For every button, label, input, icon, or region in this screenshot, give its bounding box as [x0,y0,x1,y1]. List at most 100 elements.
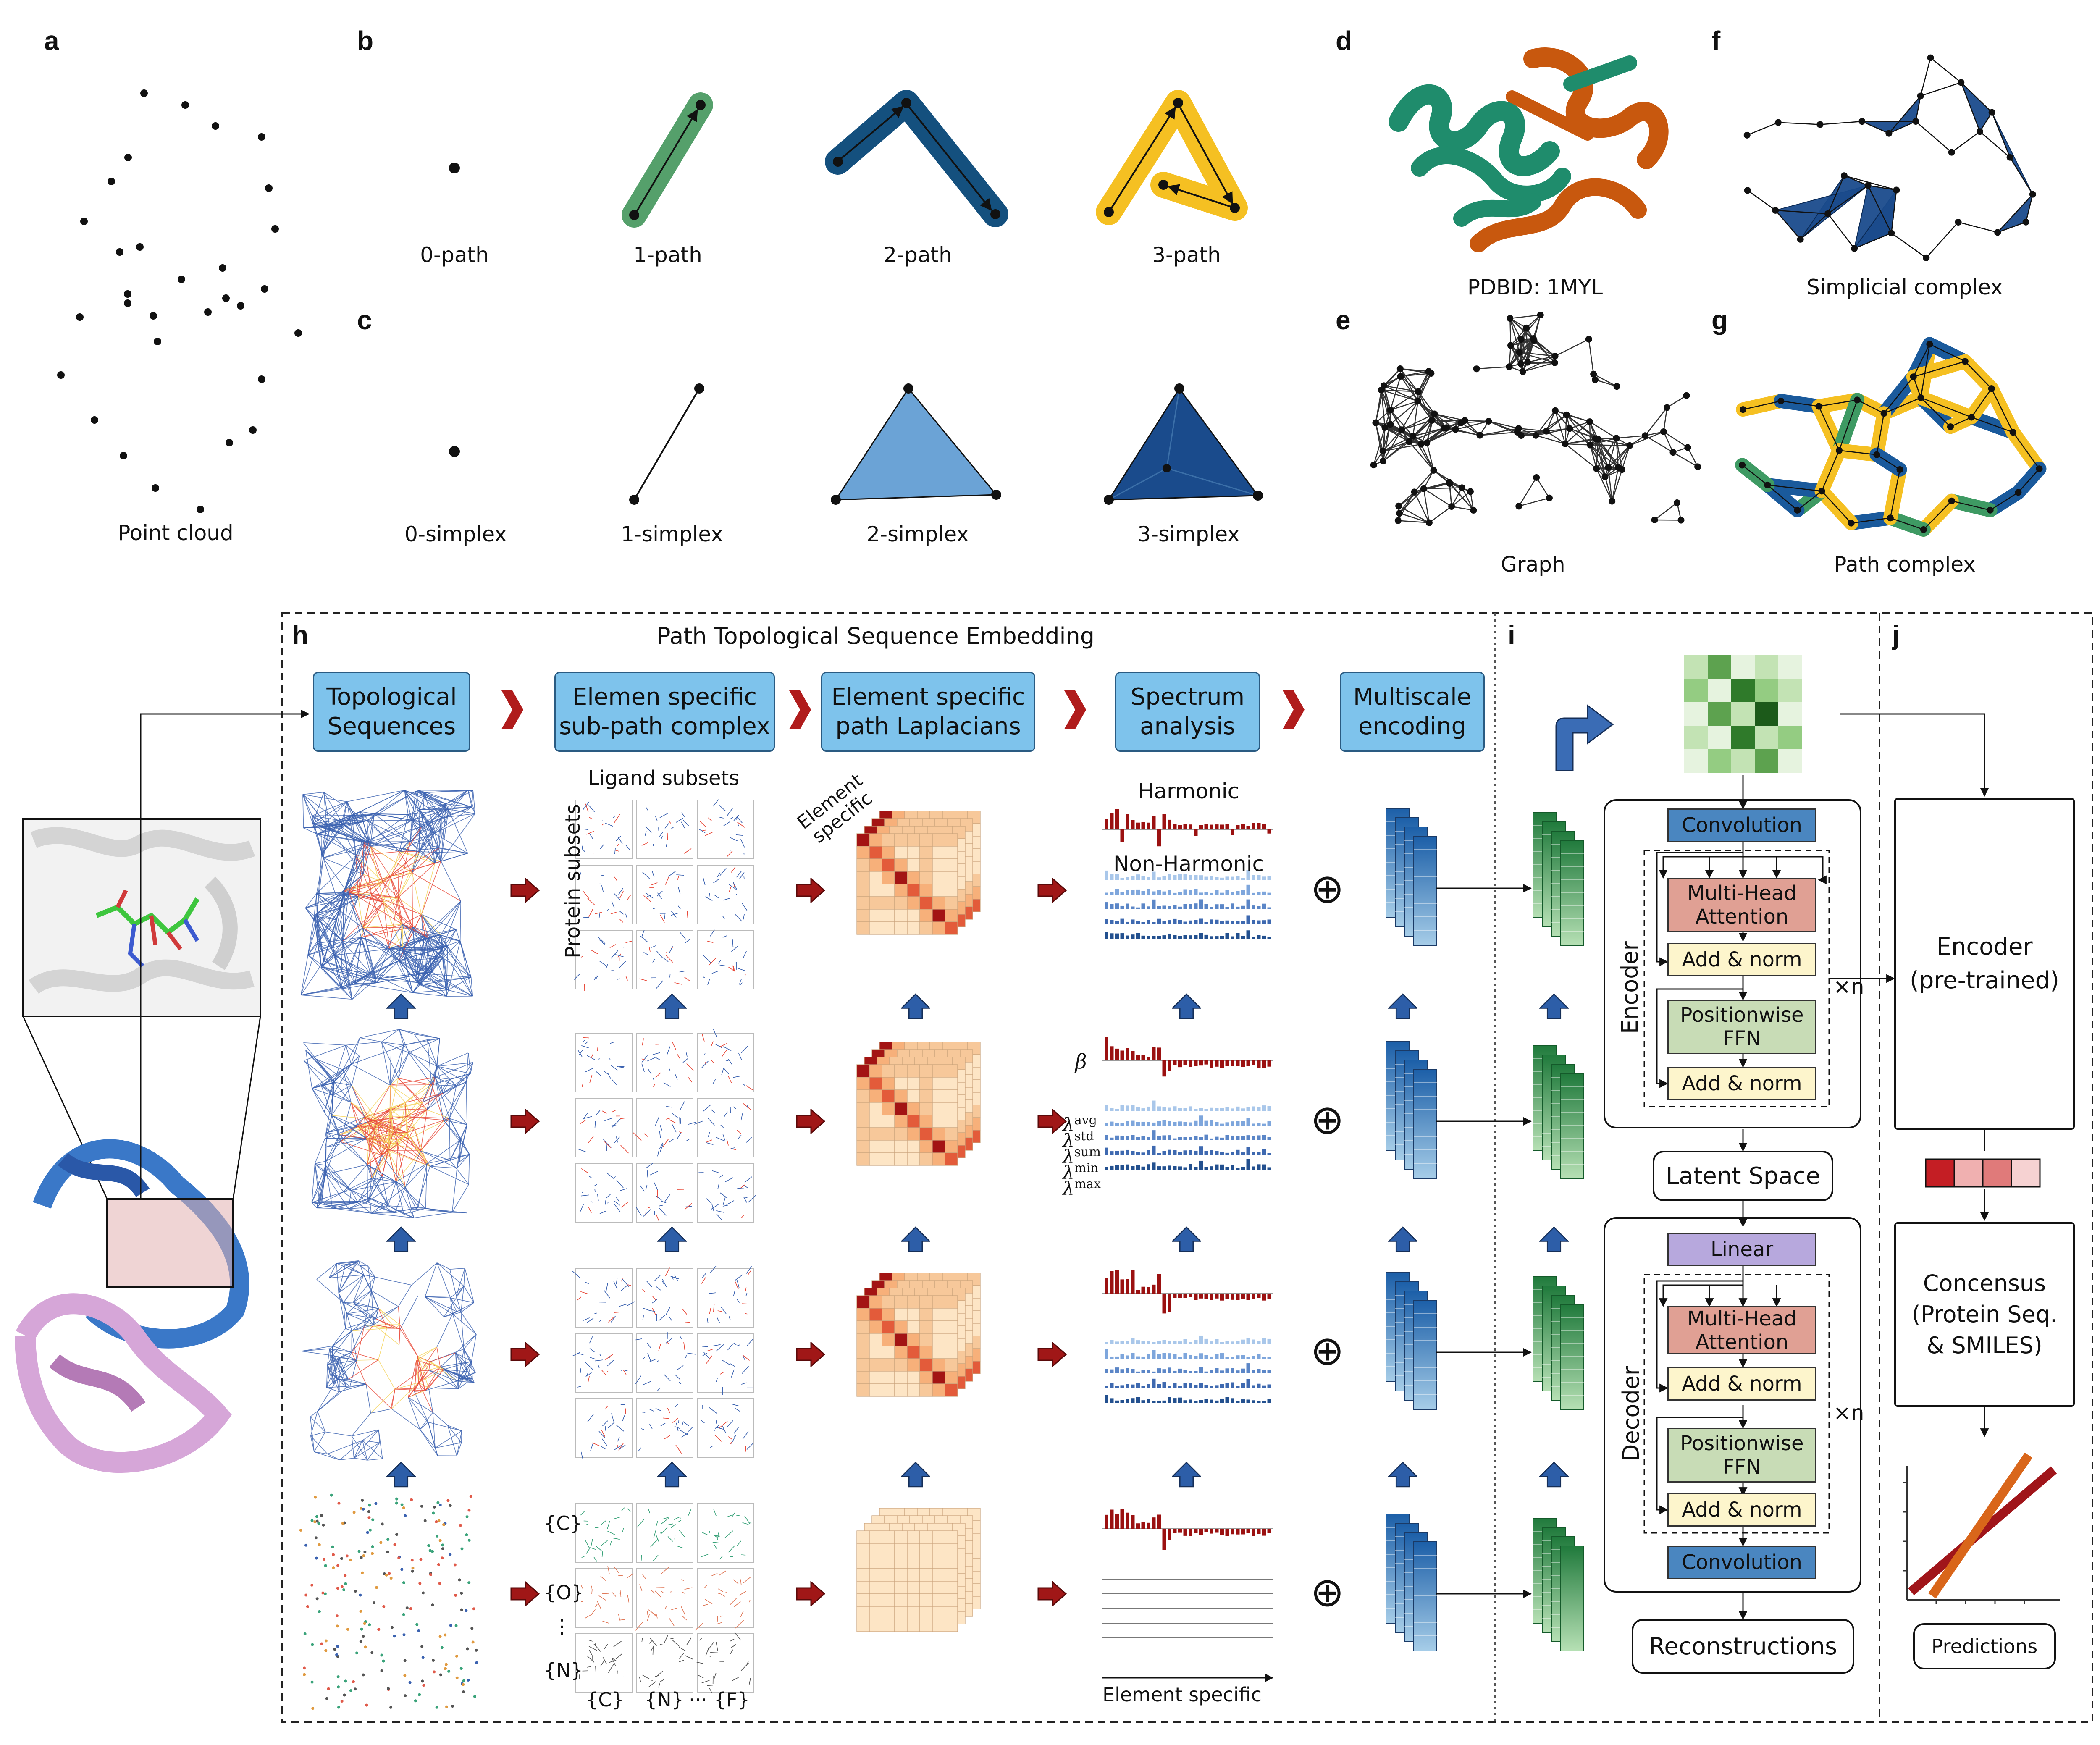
topological-sequence-clouds [299,790,478,1710]
flow-arrows [386,878,1569,1606]
caption-path-complex: Path complex [1834,552,1976,577]
simplicial-complex [1743,54,2036,261]
decoder-label: Decoder [1618,1366,1645,1462]
decoder-add-norm-1: Add & norm [1667,1367,1816,1401]
path-complex [1735,337,2047,537]
multiscale-encoding-stacks [1386,808,1584,1651]
ligand-subsets-label: Ligand subsets [588,766,740,790]
spectrum-plots [1102,809,1274,1682]
lambda-max-label: λmax [1063,1177,1101,1199]
panel-label-i: i [1508,620,1515,650]
decoder-convolution: Convolution [1667,1546,1816,1579]
path-laplacian-stacks [856,811,981,1632]
latent-vector [1925,1158,2041,1188]
panel-label-b: b [357,26,374,56]
panel-label-d: d [1336,26,1352,56]
panel-label-e: e [1336,305,1351,335]
row-label-dots: ⋮ [552,1615,572,1637]
encoder-label: Encoder [1616,941,1643,1034]
path-1 [622,92,713,228]
decoder-linear: Linear [1667,1233,1816,1266]
panel-label-c: c [357,305,372,335]
lambda-std-label: λstd [1063,1129,1094,1152]
decoder-multi-head-attention: Multi-Head Attention [1667,1306,1816,1354]
protein-ligand-zoom [15,818,261,1473]
caption-3-path: 3-path [1152,243,1221,267]
connector-protein-to-sequences [140,709,310,1199]
oplus-1: ⊕ [1310,865,1344,912]
pretrained-encoder-box: Encoder (pre-trained) [1894,798,2075,1130]
encoder-convolution: Convolution [1667,808,1816,842]
encoder-add-norm-1: Add & norm [1667,943,1816,976]
sub-path-complex-grids [572,799,756,1693]
input-heatmap [1684,655,1802,773]
step-path-laplacians: Element specific path Laplacians [821,672,1035,752]
caption-0-path: 0-path [420,243,489,267]
caption-1-simplex: 1-simplex [621,522,723,546]
path-2 [825,90,1008,227]
decoder-add-norm-2: Add & norm [1667,1493,1816,1527]
h-title: Path Topological Sequence Embedding [656,623,1095,649]
decoder-times-n: ×n [1833,1401,1864,1425]
caption-graph: Graph [1501,552,1565,577]
frame-h [281,612,2093,1723]
caption-0-simplex: 0-simplex [404,522,507,546]
protein-subsets-label: Protein subsets [561,804,585,958]
reconstructions-box: Reconstructions [1632,1619,1854,1674]
simplex-3 [1104,383,1263,505]
oplus-4: ⊕ [1310,1569,1344,1616]
panel-label-a: a [44,26,59,56]
col-label-dots: ··· [689,1688,707,1711]
col-label-n: {N} [645,1688,684,1711]
lambda-min-label: λmin [1063,1161,1099,1183]
oplus-2: ⊕ [1310,1096,1344,1143]
lambda-sum-label: λsum [1063,1145,1101,1168]
panel-label-f: f [1712,26,1721,56]
simplex-1 [629,383,704,505]
path-3 [1096,90,1248,225]
caption-pdbid: PDBID: 1MYL [1467,275,1603,299]
row-label-c: {C} [544,1512,582,1535]
encoder-add-norm-2: Add & norm [1667,1067,1816,1100]
consensus-box: Concensus (Protein Seq. & SMILES) [1894,1222,2075,1407]
simplex-0 [449,446,460,457]
step-element-subpath-complex: Elemen specific sub-path complex [554,672,775,752]
step-multiscale-encoding: Multiscale encoding [1340,672,1485,752]
latent-space-box: Latent Space [1653,1151,1833,1201]
row-label-n: {N} [544,1659,583,1682]
element-specific-axis-label: Element specific [1102,1683,1262,1706]
decoder-positionwise-ffn: Positionwise FFN [1667,1428,1816,1483]
encoder-times-n: ×n [1833,974,1864,999]
transformer-connectors [1604,713,1989,1620]
simplex-2 [831,383,1001,505]
lambda-avg-label: λavg [1063,1113,1097,1136]
beta-label: β [1075,1050,1087,1073]
panel-label-j: j [1892,620,1900,650]
caption-2-simplex: 2-simplex [866,522,969,546]
col-label-f: {F} [714,1688,750,1711]
protein-structure-1myl [1389,47,1669,252]
oplus-3: ⊕ [1310,1327,1344,1374]
caption-2-path: 2-path [883,243,952,267]
caption-simplicial-complex: Simplicial complex [1806,275,2003,299]
harmonic-label: Harmonic [1138,779,1239,803]
path-0 [449,163,460,173]
caption-1-path: 1-path [633,243,702,267]
caption-3-simplex: 3-simplex [1137,522,1240,546]
prediction-plot [1903,1452,2060,1604]
non-harmonic-label: Non-Harmonic [1113,852,1264,876]
col-label-c: {C} [586,1688,624,1711]
predictions-box: Predictions [1913,1623,2056,1669]
panel-label-g: g [1712,305,1728,335]
encoder-multi-head-attention: Multi-Head Attention [1667,878,1816,932]
row-label-o: {O} [544,1581,584,1604]
point-cloud [57,89,302,513]
panel-label-h: h [292,620,309,650]
protein-graph [1370,311,1701,526]
step-topological-sequences: Topological Sequences [313,672,470,752]
caption-point-cloud: Point cloud [118,521,234,545]
encoder-positionwise-ffn: Positionwise FFN [1667,1000,1816,1054]
bend-arrow [1555,704,1614,771]
step-spectrum-analysis: Spectrum analysis [1115,672,1260,752]
